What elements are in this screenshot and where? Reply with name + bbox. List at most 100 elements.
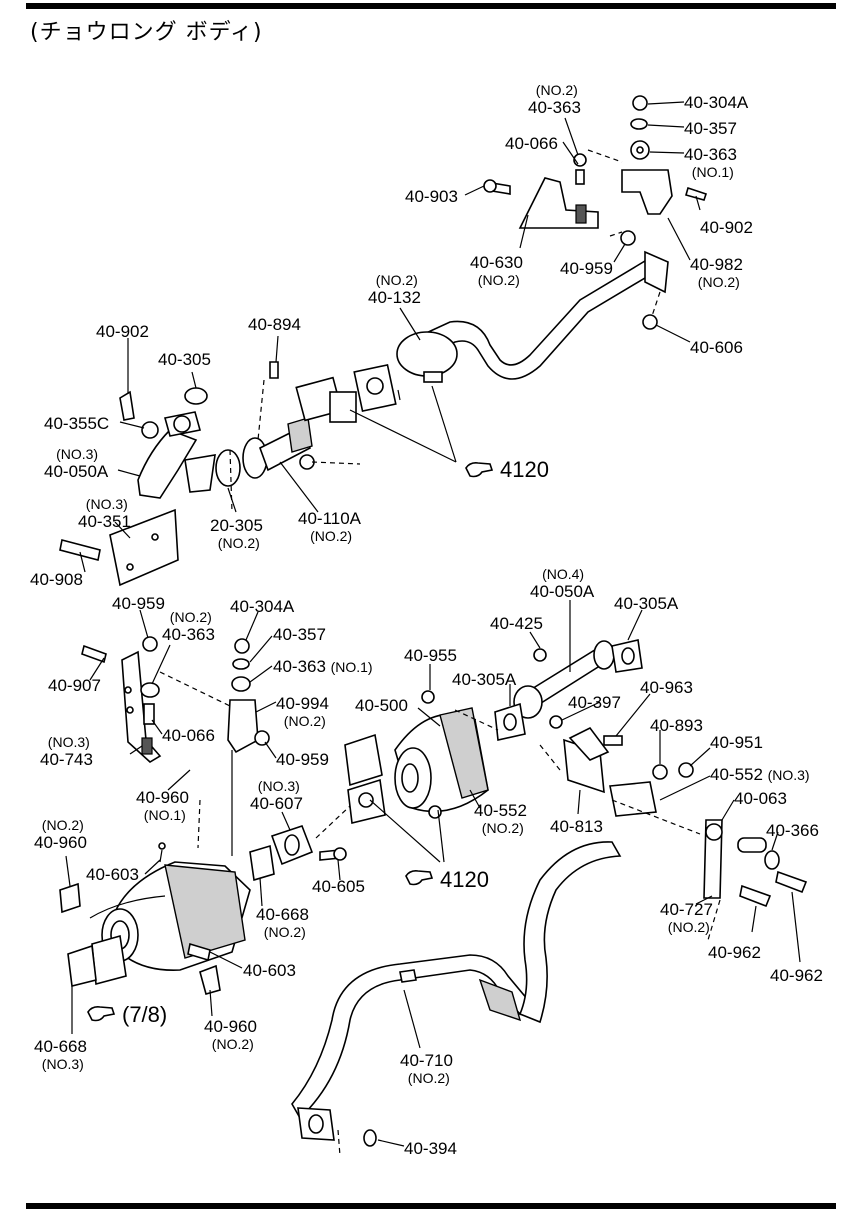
part-number[interactable]: 40-955 (404, 646, 457, 665)
part-number[interactable]: 40-963 (640, 678, 693, 697)
part-number[interactable]: 40-959 (276, 750, 329, 769)
part-number[interactable]: 40-050A (530, 582, 595, 601)
part-number[interactable]: 40-908 (30, 570, 83, 589)
part-number[interactable]: 40-727 (660, 900, 713, 919)
callout-40-908[interactable]: 40-908 (30, 570, 83, 589)
callout-40-959[interactable]: 40-959 (560, 259, 613, 278)
callout-40-607[interactable]: 40-607(NO.3) (250, 778, 303, 813)
part-number[interactable]: 40-066 (505, 134, 558, 153)
part-number[interactable]: 40-982 (690, 255, 743, 274)
part-number[interactable]: 40-994 (276, 694, 329, 713)
part-number[interactable]: 40-605 (312, 877, 365, 896)
part-number[interactable]: 40-305A (614, 594, 679, 613)
part-number[interactable]: 40-951 (710, 733, 763, 752)
part-number[interactable]: 40-960 (136, 788, 189, 807)
part-number[interactable]: 40-606 (690, 338, 743, 357)
callout-40-668[interactable]: 40-668(NO.2) (256, 905, 309, 940)
callout-40-955[interactable]: 40-955 (404, 646, 457, 665)
part-number[interactable]: 40-903 (405, 187, 458, 206)
part-number[interactable]: 40-894 (248, 315, 301, 334)
callout-40-959[interactable]: 40-959 (112, 594, 165, 613)
callout-40-305A[interactable]: 40-305A (452, 670, 517, 689)
callout-40-960[interactable]: 40-960(NO.1) (136, 788, 189, 823)
callout-40-355C[interactable]: 40-355C (44, 414, 109, 433)
callout-40-903[interactable]: 40-903 (405, 187, 458, 206)
callout-40-982[interactable]: 40-982(NO.2) (690, 255, 743, 290)
callout-40-907[interactable]: 40-907 (48, 676, 101, 695)
part-number[interactable]: 40-603 (86, 865, 139, 884)
callout-40-902[interactable]: 40-902 (700, 218, 753, 237)
part-number[interactable]: 40-960 (204, 1017, 257, 1036)
callout-40-894[interactable]: 40-894 (248, 315, 301, 334)
callout-40-994[interactable]: 40-994(NO.2) (276, 694, 329, 729)
cross-reference-7-8[interactable]: (7/8) (122, 1002, 167, 1027)
part-number[interactable]: 40-960 (34, 833, 87, 852)
callout-40-605[interactable]: 40-605 (312, 877, 365, 896)
callout-40-425[interactable]: 40-425 (490, 614, 543, 633)
callout-40-304A[interactable]: 40-304A (230, 597, 295, 616)
part-number[interactable]: 40-425 (490, 614, 543, 633)
part-number[interactable]: 40-304A (684, 93, 749, 112)
part-number[interactable]: 20-305 (210, 516, 263, 535)
callout-40-363[interactable]: 40-363(NO.2) (528, 82, 581, 117)
part-number[interactable]: 40-394 (404, 1139, 457, 1158)
part-number[interactable]: 40-363 (273, 657, 326, 676)
callout-40-951[interactable]: 40-951 (710, 733, 763, 752)
part-number[interactable]: 40-363 (528, 98, 581, 117)
callout-40-351[interactable]: 40-351(NO.3) (78, 496, 131, 531)
part-number[interactable]: 40-959 (112, 594, 165, 613)
callout-40-606[interactable]: 40-606 (690, 338, 743, 357)
callout-40-305[interactable]: 40-305 (158, 350, 211, 369)
callout-40-960[interactable]: 40-960(NO.2) (34, 817, 87, 852)
part-number[interactable]: 40-304A (230, 597, 295, 616)
part-number[interactable]: 40-902 (700, 218, 753, 237)
part-number[interactable]: 40-132 (368, 288, 421, 307)
callout-40-959[interactable]: 40-959 (276, 750, 329, 769)
part-number[interactable]: 40-305A (452, 670, 517, 689)
part-number[interactable]: 40-552 (710, 765, 763, 784)
callout-40-304A[interactable]: 40-304A (684, 93, 749, 112)
callout-40-050A[interactable]: 40-050A(NO.4) (530, 566, 595, 601)
part-number[interactable]: 40-743 (40, 750, 93, 769)
callout-40-630[interactable]: 40-630(NO.2) (470, 253, 523, 288)
part-number[interactable]: 40-063 (734, 789, 787, 808)
callout-40-962[interactable]: 40-962 (770, 966, 823, 985)
callout-40-727[interactable]: 40-727(NO.2) (660, 900, 713, 935)
callout-40-603[interactable]: 40-603 (86, 865, 139, 884)
callout-40-366[interactable]: 40-366 (766, 821, 819, 840)
part-number[interactable]: 40-668 (256, 905, 309, 924)
callout-40-110A[interactable]: 40-110A(NO.2) (298, 509, 362, 544)
callout-40-902[interactable]: 40-902 (96, 322, 149, 341)
part-number[interactable]: 40-357 (684, 119, 737, 138)
callout-40-363[interactable]: 40-363(NO.1) (273, 657, 373, 676)
part-number[interactable]: 40-907 (48, 676, 101, 695)
part-number[interactable]: 40-959 (560, 259, 613, 278)
part-number[interactable]: 40-902 (96, 322, 149, 341)
part-number[interactable]: 40-050A (44, 462, 109, 481)
callout-40-552[interactable]: 40-552(NO.2) (474, 801, 527, 836)
part-number[interactable]: 40-066 (162, 726, 215, 745)
part-number[interactable]: 40-603 (243, 961, 296, 980)
part-number[interactable]: 40-710 (400, 1051, 453, 1070)
callout-40-743[interactable]: 40-743(NO.3) (40, 734, 93, 769)
callout-40-050A[interactable]: 40-050A(NO.3) (44, 446, 109, 481)
callout-40-363[interactable]: 40-363(NO.1) (684, 145, 737, 180)
callout-40-397[interactable]: 40-397 (568, 693, 621, 712)
part-number[interactable]: 40-630 (470, 253, 523, 272)
callout-40-357[interactable]: 40-357 (273, 625, 326, 644)
cross-reference-4120-middle[interactable]: 4120 (440, 867, 489, 892)
callout-20-305[interactable]: 20-305(NO.2) (210, 516, 263, 551)
callout-40-552[interactable]: 40-552(NO.3) (710, 765, 810, 784)
callout-40-066[interactable]: 40-066 (505, 134, 558, 153)
callout-40-960[interactable]: 40-960(NO.2) (204, 1017, 257, 1052)
callout-40-813[interactable]: 40-813 (550, 817, 603, 836)
part-number[interactable]: 40-357 (273, 625, 326, 644)
callout-40-603[interactable]: 40-603 (243, 961, 296, 980)
callout-40-710[interactable]: 40-710(NO.2) (400, 1051, 453, 1086)
part-number[interactable]: 40-668 (34, 1037, 87, 1056)
part-number[interactable]: 40-552 (474, 801, 527, 820)
part-number[interactable]: 40-366 (766, 821, 819, 840)
callout-40-963[interactable]: 40-963 (640, 678, 693, 697)
part-number[interactable]: 40-351 (78, 512, 131, 531)
part-number[interactable]: 40-355C (44, 414, 109, 433)
